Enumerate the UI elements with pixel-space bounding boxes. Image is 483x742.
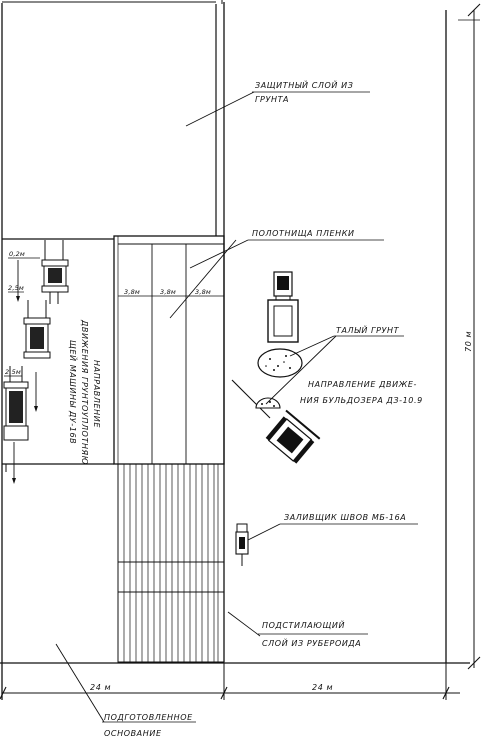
small-dim-2: 2,5м (8, 284, 24, 292)
width-left-label: 24 м (90, 683, 111, 692)
panel-width-3: 3,8м (195, 288, 211, 296)
compactor-direction-label-line1: НАПРАВЛЕНИЕ (92, 360, 101, 428)
length-label: 70 м (464, 331, 473, 352)
panel-width-1: 3,8м (124, 288, 140, 296)
compaction-zone (2, 238, 114, 472)
small-dimension-lines (4, 257, 40, 377)
roofing-felt-underlay (117, 463, 225, 663)
small-dim-3: 2,5м (5, 368, 21, 376)
panel-width-2: 3,8м (160, 288, 176, 296)
bulldozer-icon (267, 271, 299, 343)
film-panels (113, 235, 225, 465)
film-panels-label: ПОЛОТНИЩА ПЛЕНКИ (252, 229, 355, 238)
seam-sealer-label: ЗАЛИВЩИК ШВОВ МБ-16А (284, 513, 406, 522)
prepared-base-label-line2: ОСНОВАНИЕ (104, 729, 162, 738)
compactor-direction-label-line3: ЩЕЙ МАШИНЫ ДУ-16В (68, 340, 79, 444)
label-underlines (102, 91, 418, 723)
seam-sealer-machine-icon (235, 523, 249, 566)
prepared-base-label-line1: ПОДГОТОВЛЕННОЕ (104, 713, 193, 722)
thawed-soil-label: ТАЛЫЙ ГРУНТ (336, 324, 400, 335)
soil-compactor-icon (3, 240, 69, 441)
protective-layer-label-line1: ЗАЩИТНЫЙ СЛОЙ ИЗ (255, 79, 353, 90)
small-dim-1: 0,2м (9, 250, 25, 258)
compactor-direction-label-line2: ДВИЖЕНИЯ ГРУНТОУПЛОТНЯЮ (80, 319, 89, 465)
compactor-direction-arrows (12, 260, 38, 484)
width-right-label: 24 м (312, 683, 333, 692)
bulldozer-moving-icon (231, 379, 321, 464)
protective-layer-label-line2: ГРУНТА (255, 95, 289, 104)
bulldozer-direction-label-line2: НИЯ БУЛЬДОЗЕРА ДЗ-10.9 (300, 396, 423, 405)
annotations: ЗАЩИТНЫЙ СЛОЙ ИЗ ГРУНТА ПОЛОТНИЩА ПЛЕНКИ… (5, 79, 473, 738)
dimension-lines (0, 3, 481, 700)
bulldozer-direction-label-line1: НАПРАВЛЕНИЕ ДВИЖЕ- (308, 380, 417, 389)
leader-lines (55, 91, 337, 723)
underlay-label-line1: ПОДСТИЛАЮЩИЙ (262, 619, 345, 630)
underlay-label-line2: СЛОЙ ИЗ РУБЕРОИДА (262, 637, 361, 648)
